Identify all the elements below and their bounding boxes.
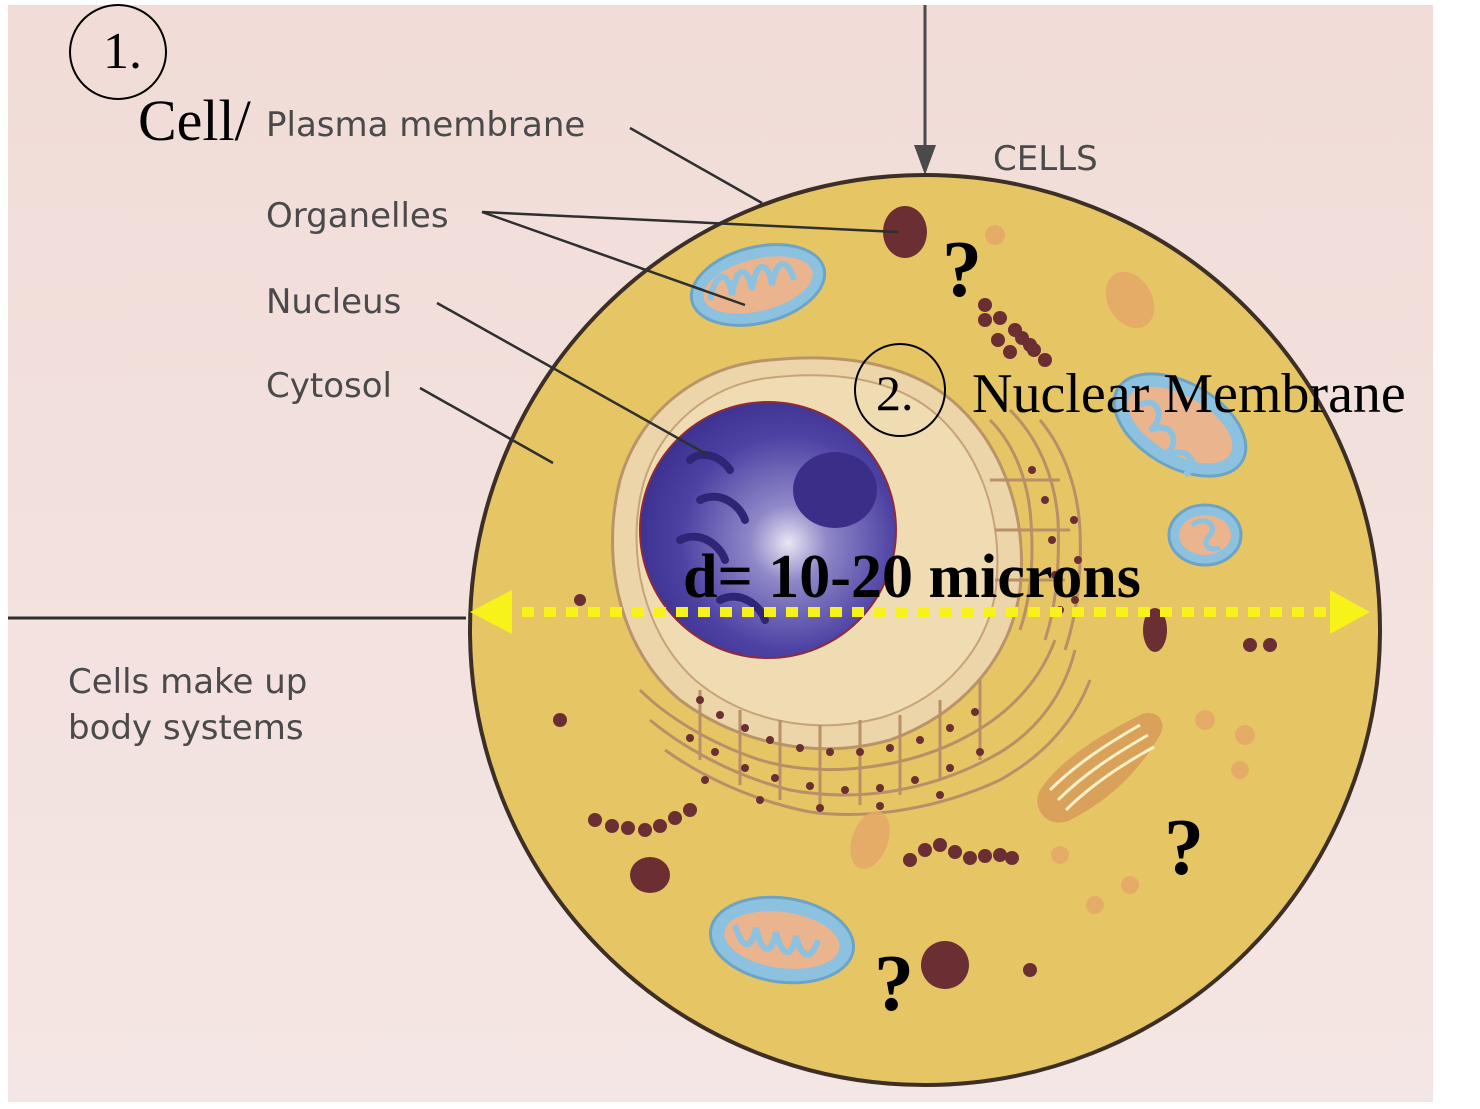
ribosome <box>711 748 719 756</box>
ribosome <box>826 748 834 756</box>
strand-bead <box>638 823 652 837</box>
ribosome <box>741 764 749 772</box>
strand-bead <box>948 845 962 859</box>
strand-bead <box>991 333 1005 347</box>
nucleus <box>640 402 896 658</box>
ribosome <box>806 782 814 790</box>
strand-bead <box>1005 851 1019 865</box>
nucleus-label: Nucleus <box>266 282 401 322</box>
ribosome <box>886 744 894 752</box>
strand-bead <box>1003 345 1017 359</box>
cell-label: Cell/ <box>138 88 252 153</box>
strand-bead <box>668 811 682 825</box>
cells-label: CELLS <box>993 139 1098 179</box>
question-mark-right: ? <box>1164 804 1204 892</box>
ribosome <box>911 776 919 784</box>
strand-bead <box>978 849 992 863</box>
strand-bead <box>918 843 932 857</box>
strand-bead <box>993 311 1007 325</box>
step1-number: 1. <box>103 23 142 80</box>
strand-bead <box>963 851 977 865</box>
ribosome <box>946 724 954 732</box>
nuclear-membrane-label: Nuclear Membrane <box>972 363 1406 425</box>
ribosome <box>856 748 864 756</box>
ribosome <box>936 791 944 799</box>
step2-number: 2. <box>876 365 914 421</box>
body-systems-line1: Cells make up <box>68 662 307 702</box>
strand-bead <box>993 848 1007 862</box>
strand-bead <box>683 803 697 817</box>
strand-bead <box>653 819 667 833</box>
ribosome <box>876 802 884 810</box>
strand-bead <box>621 821 635 835</box>
ribosome <box>816 804 824 812</box>
ribosome <box>1028 466 1036 474</box>
body-systems-line2: body systems <box>68 708 304 748</box>
ribosome <box>976 748 984 756</box>
ribosome <box>796 744 804 752</box>
ribosome <box>971 708 979 716</box>
strand-bead <box>605 819 619 833</box>
cytosol-label: Cytosol <box>266 366 392 406</box>
ribosome <box>696 696 704 704</box>
ribosome <box>841 786 849 794</box>
ribosome <box>876 784 884 792</box>
plasma-membrane-label: Plasma membrane <box>266 105 585 145</box>
ribosome <box>916 736 924 744</box>
ribosome <box>756 796 764 804</box>
ribosome <box>1070 516 1078 524</box>
ribosome <box>701 776 709 784</box>
strand-bead <box>1027 343 1041 357</box>
strand-bead <box>1015 331 1029 345</box>
strand-bead <box>933 838 947 852</box>
diameter-label: d= 10-20 microns <box>683 543 1141 611</box>
strand-bead <box>588 813 602 827</box>
ribosome <box>716 711 724 719</box>
ribosome <box>771 774 779 782</box>
ribosome <box>686 734 694 742</box>
strand-bead <box>903 853 917 867</box>
strand-bead <box>978 313 992 327</box>
ribosome <box>1041 496 1049 504</box>
organelles-label: Organelles <box>266 196 449 236</box>
question-mark-bottom: ? <box>874 940 914 1028</box>
ribosome <box>741 724 749 732</box>
ribosome <box>766 736 774 744</box>
ribosome <box>946 764 954 772</box>
mitochondrion-right-2 <box>1169 505 1241 565</box>
question-mark-top: ? <box>942 226 982 314</box>
